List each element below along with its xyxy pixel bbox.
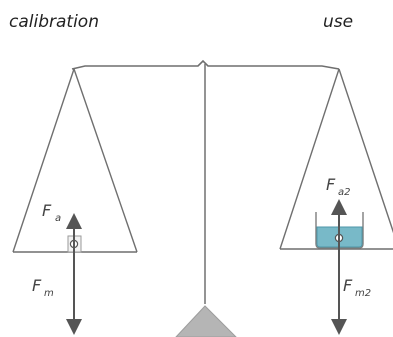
fa-label-sub: a <box>55 213 61 224</box>
fm-label-main: F <box>32 276 42 295</box>
left-pan <box>12 68 138 335</box>
beam-left <box>71 59 340 70</box>
fm-label-sub: m <box>44 288 54 299</box>
use-title: use <box>323 12 354 32</box>
calibration-title: calibration <box>9 12 99 32</box>
fm2-label-sub: m2 <box>355 288 371 299</box>
fa-label-main: F <box>42 201 52 220</box>
fm2-label-main: F <box>343 276 353 295</box>
fulcrum <box>175 305 237 337</box>
right-pan <box>279 68 393 335</box>
balance-frame <box>71 59 340 337</box>
fa2-label-sub: a2 <box>338 187 351 198</box>
fa2-label-main: F <box>326 175 336 194</box>
